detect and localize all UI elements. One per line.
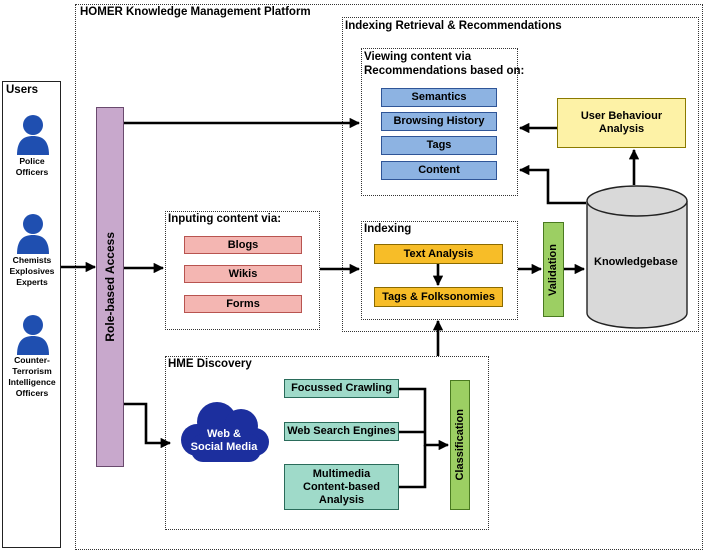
tags-folksonomies-box: Tags & Folksonomies [374, 287, 503, 307]
wikis-box: Wikis [184, 265, 302, 283]
user-label-chemists: Chemists Explosives Experts [9, 255, 55, 287]
classification-box: Classification [450, 380, 470, 510]
inputing-title: Inputing content via: [168, 213, 282, 225]
users-title: Users [6, 84, 38, 96]
counter-terrorism-officer-icon [17, 315, 49, 355]
role-based-access-bar: Role-based Access [96, 107, 124, 467]
web-search-engines-box: Web Search Engines [284, 422, 399, 441]
knowledgebase-label: Knowledgebase [594, 256, 678, 268]
web-social-media-label: Web & Social Media [190, 428, 258, 453]
multimedia-analysis-box: Multimedia Content-based Analysis [284, 464, 399, 510]
blogs-box: Blogs [184, 236, 302, 254]
platform-container [75, 4, 703, 550]
hme-title: HME Discovery [168, 358, 252, 370]
users-panel [2, 81, 61, 548]
connector-multimedia [399, 445, 427, 489]
indexing-panel [361, 221, 518, 320]
irr-panel [342, 17, 699, 332]
text-analysis-box: Text Analysis [374, 244, 503, 264]
focussed-crawling-box: Focussed Crawling [284, 379, 399, 398]
validation-box: Validation [543, 222, 564, 317]
irr-title: Indexing Retrieval & Recommendations [345, 20, 562, 32]
chemist-icon [17, 214, 49, 254]
semantics-box: Semantics [381, 88, 497, 107]
viewing-panel [361, 48, 518, 196]
user-label-counter-terrorism: Counter- Terrorism Intelligence Officers [8, 355, 56, 398]
knowledgebase-cylinder [586, 185, 688, 329]
tags-box: Tags [381, 136, 497, 155]
connector-crawling [399, 387, 450, 451]
content-box: Content [381, 161, 497, 180]
arrow-access-to-web [124, 402, 172, 449]
user-label-police: Police Officers [15, 156, 49, 177]
indexing-title: Indexing [364, 223, 412, 235]
arrow-kb-to-viewing [518, 164, 586, 205]
police-officer-icon [17, 115, 49, 155]
user-behaviour-analysis-box: User Behaviour Analysis [557, 98, 686, 148]
viewing-title: Viewing content via Recommendations base… [364, 51, 525, 77]
web-social-media-cloud-icon [181, 402, 269, 462]
forms-box: Forms [184, 295, 302, 313]
inputing-panel [165, 211, 320, 330]
browsing-history-box: Browsing History [381, 112, 497, 131]
platform-title: HOMER Knowledge Management Platform [80, 6, 311, 18]
